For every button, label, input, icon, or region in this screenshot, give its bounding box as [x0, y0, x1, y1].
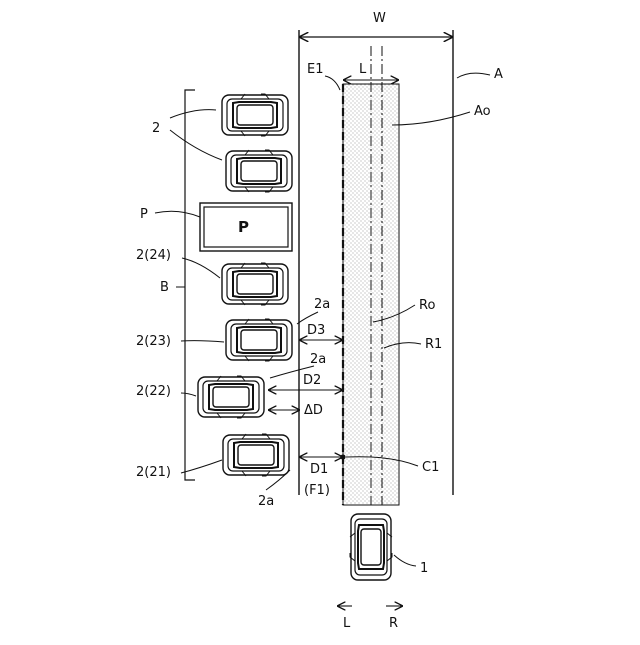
label-B: B: [160, 280, 169, 295]
label-2a-2: 2a: [310, 352, 326, 367]
parking-sign-letter: P: [238, 218, 249, 236]
label-P: P: [140, 207, 148, 222]
label-R1: R1: [425, 337, 442, 352]
label-Ro: Ro: [419, 298, 435, 313]
label-2-23: 2(23): [136, 334, 171, 349]
parked-vehicle-22: [198, 376, 264, 418]
label-2a-3: 2a: [258, 494, 274, 509]
own-vehicle-1: [350, 514, 392, 580]
label-L-top: L: [359, 62, 367, 77]
label-C1: C1: [422, 460, 439, 475]
parked-vehicle-24: [222, 263, 288, 305]
label-W: W: [373, 11, 386, 26]
label-delta-D: ΔD: [304, 403, 323, 418]
label-E1: E1: [307, 62, 324, 77]
label-F1: (F1): [304, 483, 330, 498]
parked-vehicle-1: [222, 94, 288, 136]
label-2-22: 2(22): [136, 384, 171, 399]
label-A: A: [494, 67, 503, 82]
label-2a-1: 2a: [314, 297, 330, 312]
label-D1: D1: [310, 462, 328, 477]
label-D3: D3: [307, 323, 325, 338]
label-2-24: 2(24): [136, 248, 171, 263]
label-Ao: Ao: [474, 104, 491, 119]
parked-vehicle-21: [223, 434, 289, 476]
label-2-top: 2: [152, 121, 160, 136]
label-D2: D2: [303, 373, 321, 388]
parked-vehicle-2: [226, 150, 292, 192]
label-2-21: 2(21): [136, 465, 171, 480]
label-1: 1: [420, 561, 428, 576]
bracket-B: [185, 90, 195, 480]
label-L-bottom: L: [343, 616, 351, 631]
parked-vehicle-23: [226, 319, 292, 361]
label-R-bottom: R: [389, 616, 398, 631]
point-C1: [340, 454, 345, 459]
